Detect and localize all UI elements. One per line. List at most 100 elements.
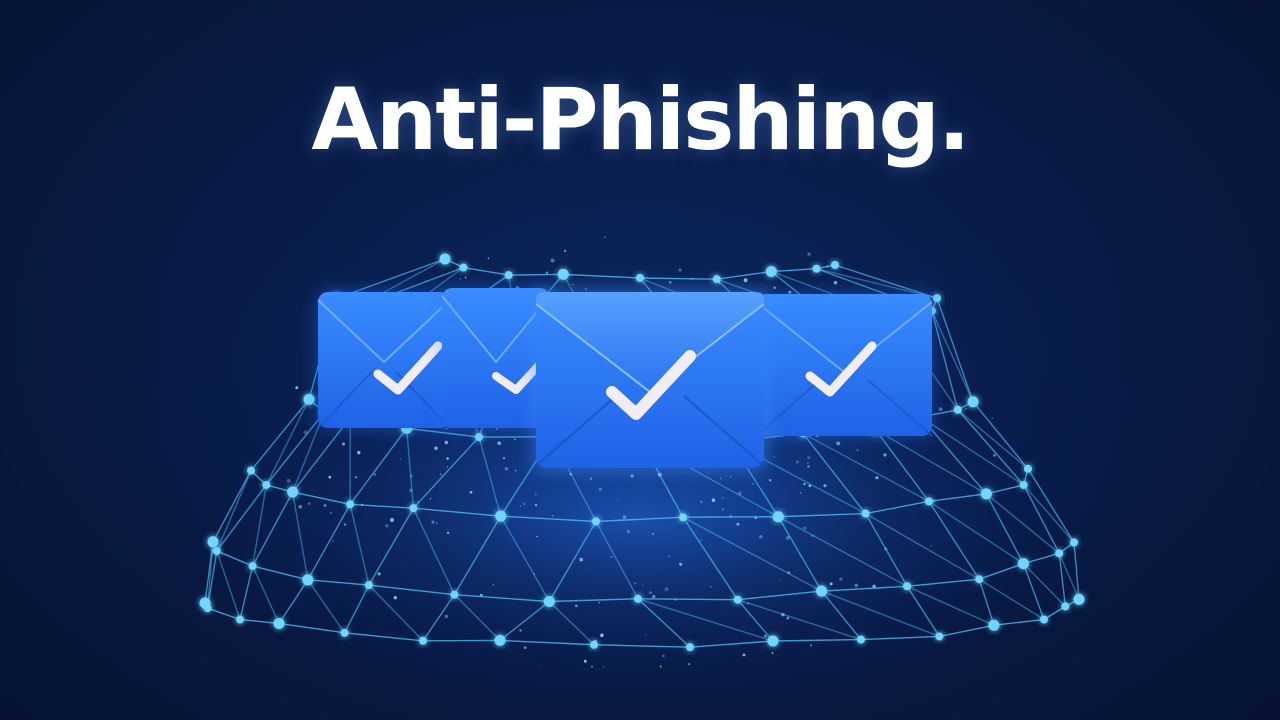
mesh-node — [504, 271, 513, 280]
mesh-line — [368, 507, 415, 586]
particle — [429, 498, 432, 500]
particle — [439, 473, 443, 476]
particle — [651, 532, 655, 536]
mesh-node — [861, 509, 870, 518]
mesh-line — [931, 310, 974, 403]
mesh-line — [212, 470, 252, 543]
particle — [634, 582, 636, 585]
particle — [487, 257, 490, 260]
mesh-node — [236, 615, 245, 624]
particle — [504, 467, 509, 471]
mesh-line — [412, 507, 456, 595]
particle — [872, 584, 876, 589]
mesh-node — [207, 536, 219, 548]
particle — [617, 499, 619, 501]
particle — [459, 277, 462, 280]
mesh-line — [500, 515, 550, 602]
mesh-line — [737, 599, 862, 641]
mesh-node — [767, 635, 779, 647]
mesh-line — [986, 484, 1024, 495]
mesh-line — [682, 516, 739, 601]
particle — [965, 407, 968, 410]
particle — [736, 522, 740, 526]
mesh-line — [972, 401, 1029, 470]
mesh-line — [860, 635, 940, 641]
particle — [520, 505, 522, 507]
particle — [435, 522, 438, 525]
mesh-line — [985, 493, 1060, 554]
mesh-line — [204, 541, 214, 604]
particle — [700, 500, 703, 503]
mesh-node — [340, 628, 349, 637]
check-icon — [373, 341, 443, 395]
mesh-line — [500, 639, 595, 646]
mesh-line — [251, 491, 294, 567]
particle — [659, 665, 662, 668]
envelope-check-icon — [316, 290, 452, 430]
mesh-line — [206, 550, 218, 609]
mesh-line — [802, 432, 930, 502]
mesh-line — [777, 516, 823, 592]
particle — [446, 457, 449, 460]
mesh-node — [364, 581, 373, 590]
mesh-line — [936, 297, 974, 403]
particle — [572, 283, 574, 286]
particle — [329, 511, 333, 515]
mesh-line — [1027, 468, 1075, 543]
particle — [622, 515, 627, 519]
mesh-node — [495, 510, 507, 522]
particle — [307, 501, 311, 506]
check-icon — [606, 350, 696, 420]
mesh-line — [957, 409, 1025, 486]
particle — [991, 417, 994, 420]
mesh-node — [924, 497, 933, 506]
particle — [522, 502, 526, 506]
mesh-line — [778, 512, 866, 518]
mesh-line — [637, 598, 774, 642]
particle — [752, 483, 754, 485]
mesh-line — [978, 562, 1024, 580]
mesh-node — [1055, 549, 1064, 558]
mesh-node — [1039, 615, 1048, 624]
mesh-node — [636, 274, 644, 282]
mesh-line — [239, 565, 254, 620]
mesh-node — [679, 513, 688, 522]
mesh-node — [590, 640, 599, 649]
particle — [434, 446, 438, 451]
mesh-line — [500, 515, 597, 523]
particle — [721, 496, 724, 499]
mesh-line — [252, 565, 308, 581]
particle — [787, 571, 791, 574]
mesh-node — [1017, 558, 1029, 570]
mesh-line — [1022, 563, 1045, 620]
mesh-line — [821, 585, 908, 592]
mesh-line — [821, 590, 940, 638]
particle — [298, 504, 303, 509]
mesh-line — [216, 470, 252, 552]
mesh-node — [203, 604, 212, 613]
mesh-line — [413, 507, 501, 517]
particle — [598, 601, 600, 604]
mesh-line — [595, 521, 639, 600]
mesh-line — [422, 594, 456, 642]
particle — [373, 473, 377, 476]
check-icon — [805, 341, 877, 397]
particle — [604, 236, 606, 238]
mesh-line — [508, 273, 564, 276]
mesh-line — [239, 618, 280, 625]
particle — [551, 514, 554, 517]
particle — [992, 453, 996, 457]
particle — [393, 596, 397, 600]
particle — [409, 474, 413, 478]
page-title: Anti-Phishing. — [311, 70, 970, 170]
particle — [679, 562, 683, 566]
mesh-line — [412, 436, 480, 509]
mesh-line — [265, 411, 325, 486]
particle — [644, 633, 647, 636]
mesh-line — [639, 277, 717, 280]
particle — [833, 280, 838, 285]
mesh-node — [634, 594, 642, 603]
mesh-node — [685, 643, 694, 652]
mesh-node — [903, 582, 912, 591]
mesh-line — [978, 578, 1045, 621]
